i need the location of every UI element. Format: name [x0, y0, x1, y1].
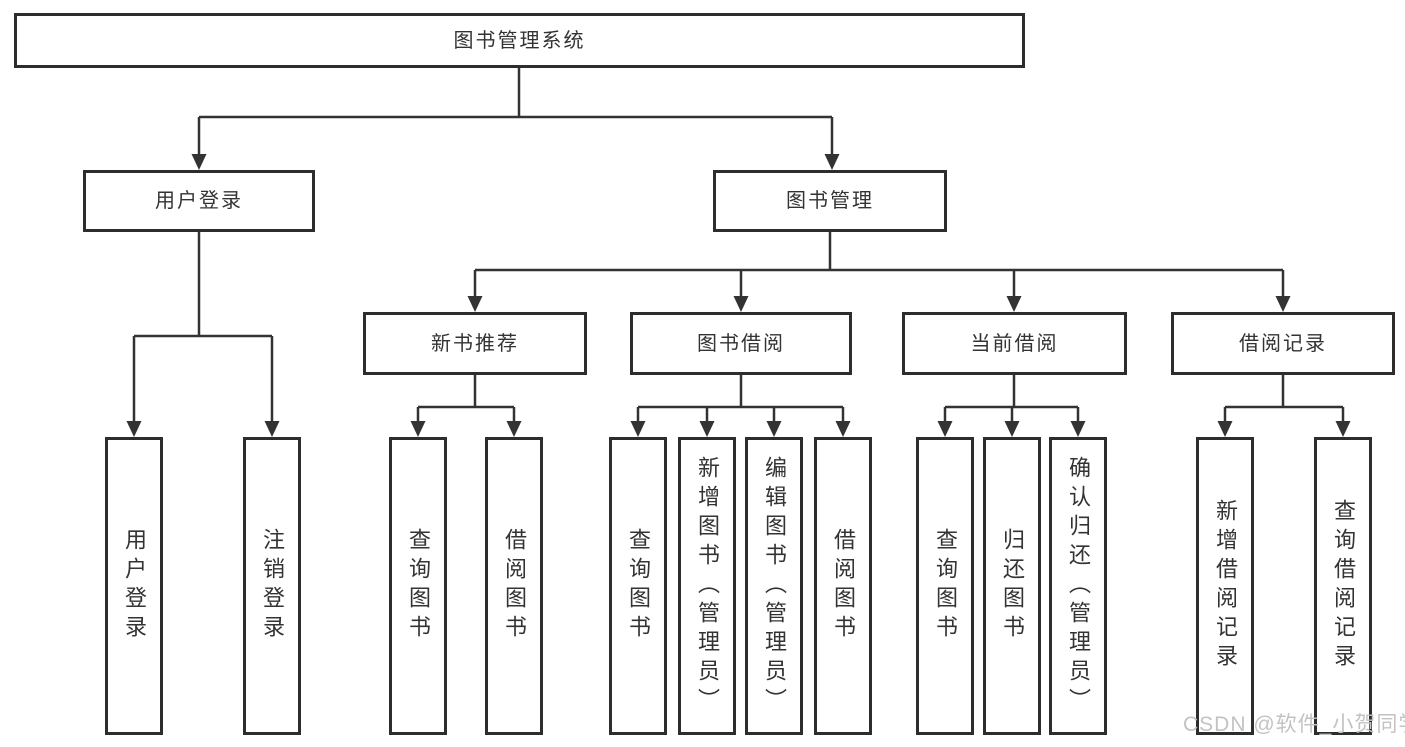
node-book-management: 图书管理 [713, 170, 947, 232]
leaf-borrow-add-admin-label: 新增图书（管理员） [695, 455, 720, 717]
node-root-label: 图书管理系统 [453, 29, 586, 52]
node-book-borrow: 图书借阅 [630, 312, 852, 375]
arrow-down-icon [126, 421, 142, 437]
leaf-borrow-borrow: 借阅图书 [814, 437, 872, 735]
arrow-down-icon [467, 296, 483, 312]
connector-book-management [473, 232, 1285, 298]
arrow-down-icon [1006, 296, 1022, 312]
leaf-newbooks-query-label: 查询图书 [406, 528, 431, 644]
arrow-down-icon [835, 421, 851, 437]
arrow-down-icon [699, 421, 715, 437]
connector-root-level2 [197, 67, 834, 156]
leaf-logout: 注销登录 [243, 437, 301, 735]
connector-book-borrow [636, 375, 845, 423]
arrow-down-icon [1004, 421, 1020, 437]
arrow-down-icon [506, 421, 522, 437]
leaf-borrow-borrow-label: 借阅图书 [831, 528, 856, 644]
node-root: 图书管理系统 [14, 13, 1025, 68]
leaf-newbooks-query: 查询图书 [389, 437, 447, 735]
leaf-current-confirm-admin-label: 确认归还（管理员） [1066, 455, 1091, 717]
arrow-down-icon [733, 296, 749, 312]
csdn-watermark: CSDN @软件_小贺同学 [1183, 713, 1405, 736]
leaf-newbooks-borrow: 借阅图书 [485, 437, 543, 735]
arrow-down-icon [824, 154, 840, 170]
leaf-records-query-label: 查询借阅记录 [1331, 499, 1356, 673]
leaf-borrow-query-label: 查询图书 [626, 528, 651, 644]
node-borrow-records: 借阅记录 [1171, 312, 1395, 375]
node-new-book-recommend: 新书推荐 [363, 312, 587, 375]
leaf-borrow-edit-admin: 编辑图书（管理员） [745, 437, 803, 735]
node-book-management-label: 图书管理 [786, 190, 874, 212]
leaf-logout-label: 注销登录 [260, 528, 285, 644]
arrowheads [126, 154, 1351, 437]
node-borrow-records-label: 借阅记录 [1239, 332, 1327, 355]
node-current-borrow-label: 当前借阅 [970, 332, 1059, 355]
node-book-borrow-label: 图书借阅 [697, 332, 785, 355]
arrow-down-icon [1070, 421, 1086, 437]
arrow-down-icon [191, 154, 207, 170]
connector-user-login [132, 232, 274, 423]
arrow-down-icon [766, 421, 782, 437]
arrow-down-icon [630, 421, 646, 437]
leaf-records-query: 查询借阅记录 [1314, 437, 1372, 735]
connector-new-books [416, 375, 516, 423]
connector-current-borrow [943, 375, 1080, 423]
leaf-current-return: 归还图书 [983, 437, 1041, 735]
node-new-book-recommend-label: 新书推荐 [431, 332, 519, 355]
arrow-down-icon [264, 421, 280, 437]
leaf-newbooks-borrow-label: 借阅图书 [502, 528, 527, 644]
arrow-down-icon [937, 421, 953, 437]
leaf-borrow-add-admin: 新增图书（管理员） [678, 437, 736, 735]
leaf-current-query-label: 查询图书 [933, 528, 958, 644]
node-current-borrow: 当前借阅 [902, 312, 1127, 375]
leaf-current-return-label: 归还图书 [1000, 528, 1025, 644]
node-user-login-label: 用户登录 [155, 190, 243, 212]
leaf-current-query: 查询图书 [916, 437, 974, 735]
arrow-down-icon [1217, 421, 1233, 437]
arrow-down-icon [1335, 421, 1351, 437]
leaf-borrow-edit-admin-label: 编辑图书（管理员） [762, 455, 787, 717]
leaf-user-login-label: 用户登录 [122, 528, 147, 644]
leaf-user-login: 用户登录 [105, 437, 163, 735]
leaf-records-add: 新增借阅记录 [1196, 437, 1254, 735]
leaf-current-confirm-admin: 确认归还（管理员） [1049, 437, 1107, 735]
connector-borrow-records [1223, 375, 1345, 423]
leaf-records-add-label: 新增借阅记录 [1213, 499, 1238, 673]
leaf-borrow-query: 查询图书 [609, 437, 667, 735]
arrow-down-icon [1275, 296, 1291, 312]
node-user-login: 用户登录 [83, 170, 315, 232]
arrow-down-icon [410, 421, 426, 437]
